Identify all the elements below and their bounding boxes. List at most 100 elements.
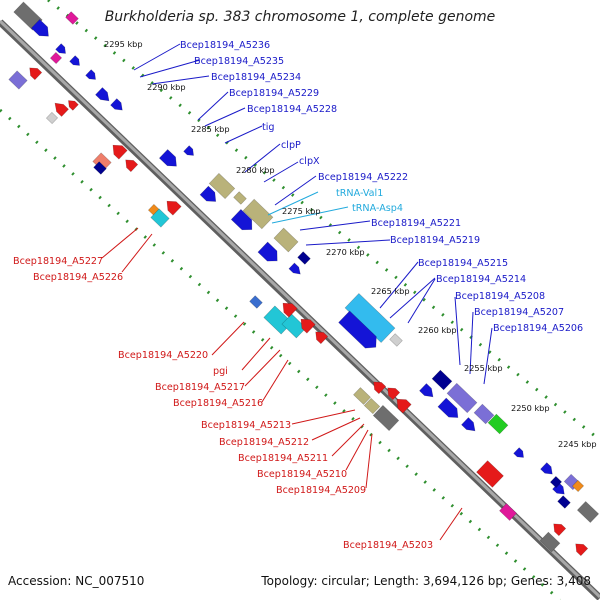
gene-arrow[interactable]: [461, 417, 478, 435]
tick-track-outer: [47, 0, 600, 442]
gene-box[interactable]: [363, 397, 381, 415]
gene-box[interactable]: [571, 479, 585, 493]
gene-label[interactable]: Bcep18194_A5207: [474, 307, 564, 318]
gene-label[interactable]: Bcep18194_A5235: [194, 56, 284, 67]
gene-box[interactable]: [487, 413, 509, 435]
gene-arrow[interactable]: [437, 397, 462, 422]
gene-arrow[interactable]: [51, 100, 69, 117]
gene-box[interactable]: [249, 295, 263, 309]
gene-label[interactable]: clpX: [299, 156, 320, 167]
gene-arrow[interactable]: [110, 98, 126, 114]
gene-box[interactable]: [208, 172, 236, 200]
gene-arrow[interactable]: [230, 208, 257, 234]
gene-box[interactable]: [8, 70, 28, 90]
gene-arrow[interactable]: [312, 328, 329, 345]
gene-label[interactable]: Bcep18194_A5210: [257, 469, 347, 480]
gene-label[interactable]: Bcep18194_A5214: [436, 274, 526, 285]
gene-box[interactable]: [242, 198, 274, 230]
gene-arrow[interactable]: [338, 310, 382, 353]
tick-label: 2265 kbp: [371, 286, 410, 296]
gene-arrow[interactable]: [540, 462, 556, 478]
tick-label: 2295 kbp: [104, 39, 143, 49]
gene-arrow[interactable]: [297, 315, 316, 334]
gene-label[interactable]: Bcep18194_A5203: [343, 540, 433, 551]
gene-box[interactable]: [446, 382, 478, 414]
gene-label[interactable]: Bcep18194_A5222: [318, 172, 408, 183]
gene-box[interactable]: [65, 11, 79, 25]
leader-lines-forward: [133, 43, 493, 385]
gene-box[interactable]: [431, 369, 453, 391]
gene-arrow[interactable]: [95, 87, 112, 105]
gene-arrow[interactable]: [109, 141, 128, 160]
gene-box[interactable]: [273, 227, 299, 253]
gene-arrow[interactable]: [85, 69, 99, 83]
gene-box[interactable]: [473, 403, 495, 425]
gene-box[interactable]: [549, 475, 563, 489]
gene-box[interactable]: [281, 313, 307, 339]
gene-label[interactable]: Bcep18194_A5216: [173, 398, 263, 409]
gene-arrow[interactable]: [122, 156, 139, 173]
gene-arrow[interactable]: [419, 383, 436, 401]
gene-arrow[interactable]: [257, 241, 282, 266]
gene-box[interactable]: [45, 111, 59, 125]
gene-arrow[interactable]: [199, 185, 220, 206]
gene-arrow[interactable]: [552, 482, 568, 498]
gene-label[interactable]: Bcep18194_A5228: [247, 104, 337, 115]
gene-label[interactable]: Bcep18194_A5229: [229, 88, 319, 99]
gene-box[interactable]: [576, 501, 600, 523]
gene-arrow[interactable]: [370, 378, 387, 395]
gene-arrow[interactable]: [393, 395, 412, 414]
gene-label[interactable]: Bcep18194_A5211: [238, 453, 328, 464]
gene-arrow[interactable]: [158, 149, 180, 170]
gene-arrow[interactable]: [163, 197, 182, 216]
gene-arrow[interactable]: [513, 447, 527, 461]
gene-arrow[interactable]: [572, 540, 589, 557]
gene-box[interactable]: [297, 251, 311, 265]
gene-arrow[interactable]: [384, 384, 401, 401]
gene-box[interactable]: [557, 495, 571, 509]
gene-label[interactable]: Bcep18194_A5227: [13, 256, 103, 267]
gene-box[interactable]: [93, 161, 107, 175]
gene-box[interactable]: [372, 404, 400, 432]
gene-box[interactable]: [499, 503, 517, 521]
gene-arrow[interactable]: [69, 55, 83, 69]
gene-label[interactable]: Bcep18194_A5208: [455, 291, 545, 302]
gene-arrow[interactable]: [550, 520, 567, 537]
gene-arrow[interactable]: [183, 145, 197, 159]
gene-arrow[interactable]: [279, 299, 298, 318]
gene-box[interactable]: [539, 531, 561, 553]
gene-label[interactable]: Bcep18194_A5206: [493, 323, 583, 334]
gene-label[interactable]: Bcep18194_A5215: [418, 258, 508, 269]
trna-label[interactable]: tRNA-Asp4: [352, 203, 403, 214]
tick-label: 2255 kbp: [464, 363, 503, 373]
gene-box[interactable]: [233, 191, 247, 205]
gene-label[interactable]: Bcep18194_A5234: [211, 72, 301, 83]
gene-label[interactable]: Bcep18194_A5219: [390, 235, 480, 246]
tick-label: 2250 kbp: [511, 403, 550, 413]
gene-label[interactable]: Bcep18194_A5221: [371, 218, 461, 229]
gene-arrow[interactable]: [26, 64, 43, 81]
gene-label[interactable]: pgi: [213, 366, 228, 377]
gene-label[interactable]: Bcep18194_A5213: [201, 420, 291, 431]
gene-label[interactable]: Bcep18194_A5226: [33, 272, 123, 283]
trna-label[interactable]: tRNA-Val1: [336, 188, 383, 199]
gene-arrow[interactable]: [30, 19, 52, 40]
gene-label[interactable]: Bcep18194_A5209: [276, 485, 366, 496]
gene-label[interactable]: Bcep18194_A5212: [219, 437, 309, 448]
gene-arrow[interactable]: [288, 262, 303, 277]
gene-label[interactable]: Bcep18194_A5236: [180, 40, 270, 51]
gene-label[interactable]: Bcep18194_A5220: [118, 350, 208, 361]
gene-label[interactable]: Bcep18194_A5217: [155, 382, 245, 393]
gene-label[interactable]: tig: [262, 122, 275, 133]
gene-box[interactable]: [389, 333, 403, 347]
gene-box[interactable]: [49, 51, 63, 65]
gene-arrow[interactable]: [55, 43, 69, 57]
accession-text: Accession: NC_007510: [8, 574, 145, 588]
gene-box[interactable]: [476, 460, 504, 488]
tick-label: 2285 kbp: [191, 124, 230, 134]
gene-arrow[interactable]: [66, 98, 79, 111]
gene-box[interactable]: [150, 208, 170, 228]
gene-box[interactable]: [353, 387, 371, 405]
gene-label[interactable]: clpP: [281, 140, 301, 151]
